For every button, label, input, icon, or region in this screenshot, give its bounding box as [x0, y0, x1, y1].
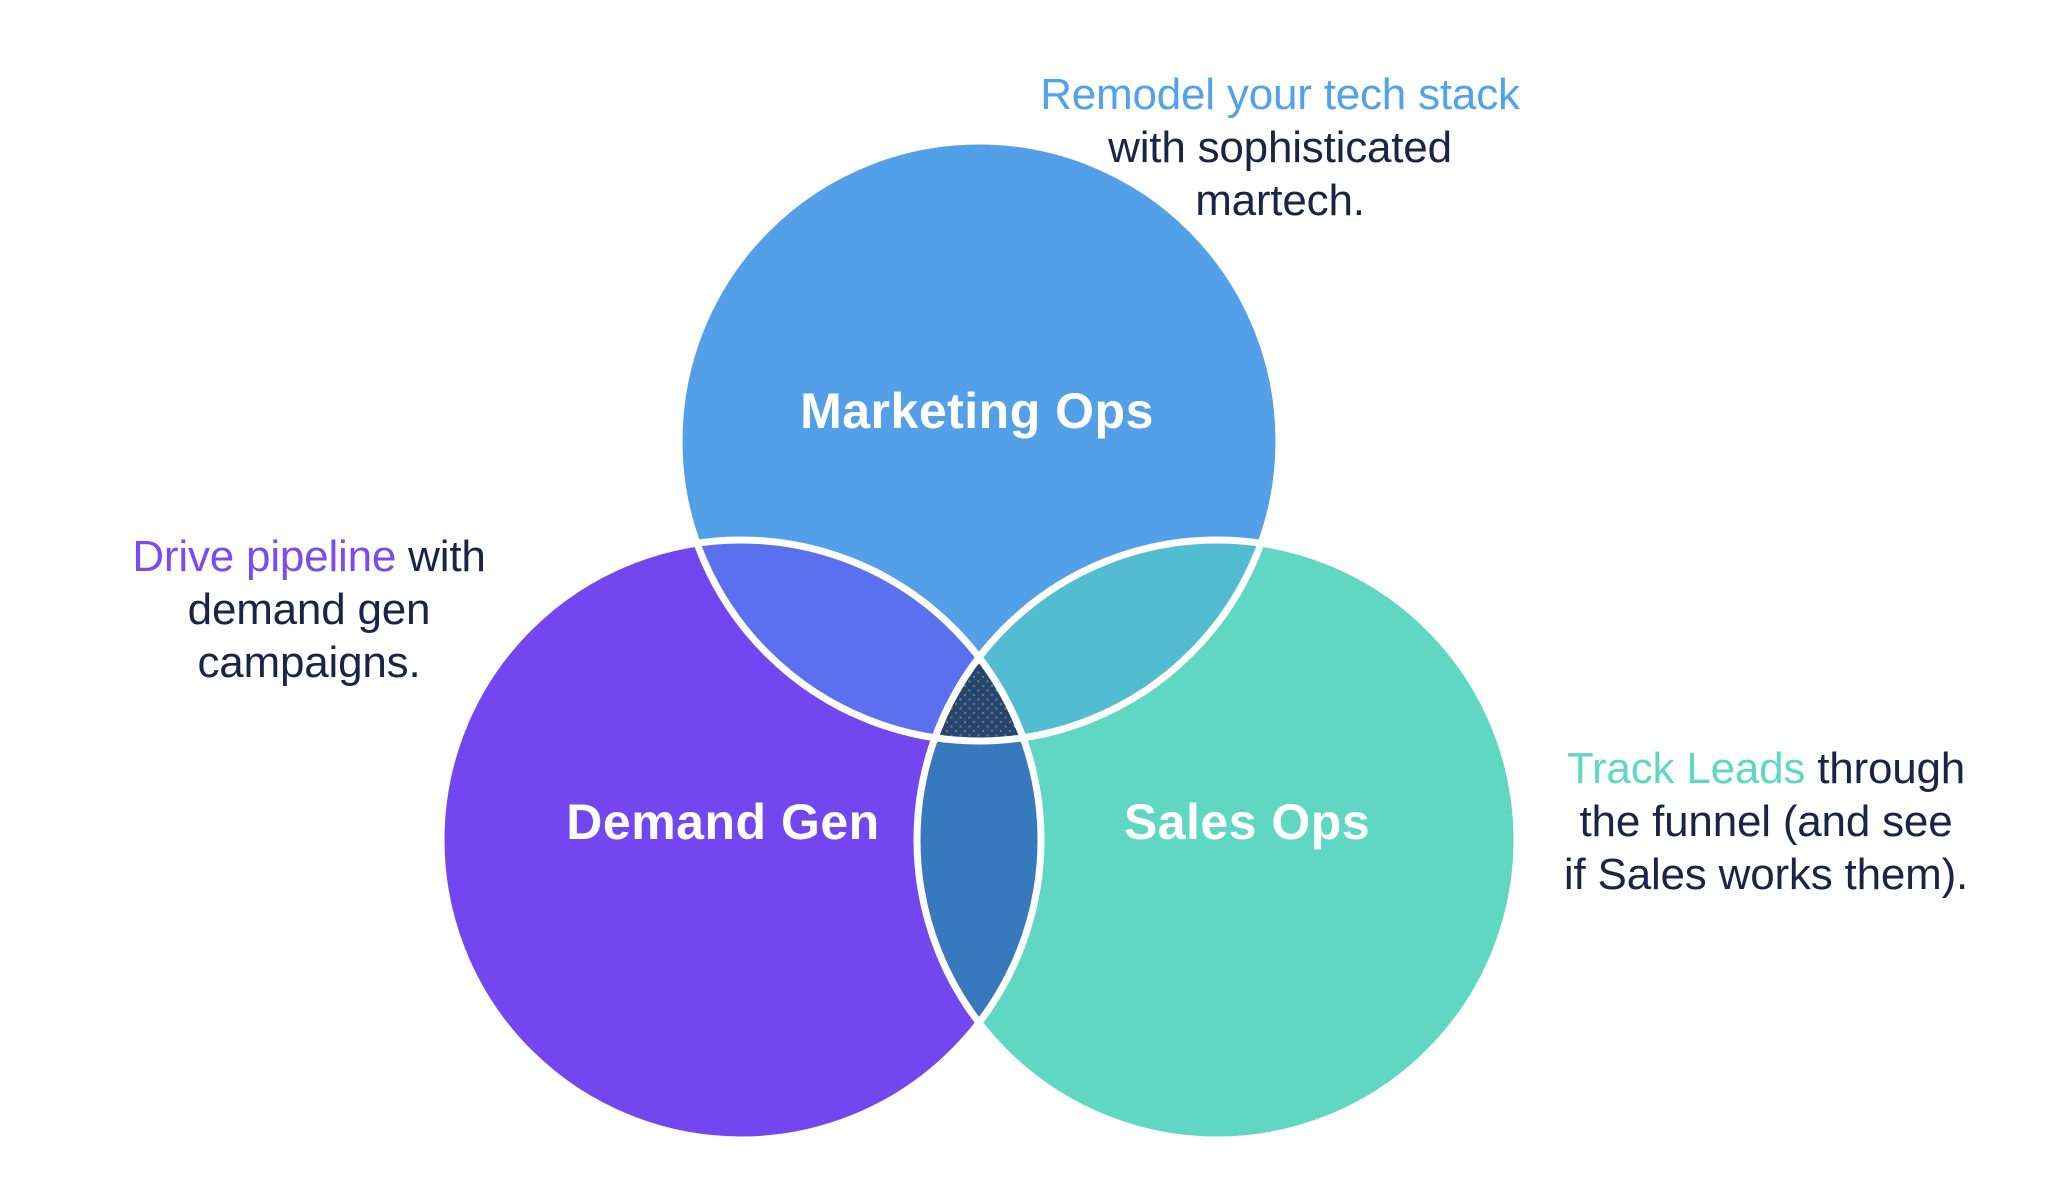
- demand-gen-label: Demand Gen: [566, 794, 880, 850]
- annotation-leads-line3: if Sales works them).: [1563, 850, 1969, 899]
- annotation-pipeline-line1: Drive pipeline with: [9, 530, 609, 583]
- annotation-pipeline-line3: campaigns.: [197, 638, 421, 687]
- annotation-martech: Remodel your tech stack with sophisticat…: [980, 68, 1580, 227]
- annotation-martech-line3: martech.: [1195, 176, 1365, 225]
- sales-ops-outline: [913, 536, 1521, 1144]
- annotation-leads-line1: Track Leads through: [1436, 742, 2048, 795]
- annotation-leads-line2: the funnel (and see: [1579, 797, 1953, 846]
- annotation-leads-lead: Track Leads: [1566, 744, 1806, 793]
- annotation-martech-lead: Remodel your tech stack: [1040, 70, 1520, 119]
- overlap-marketing-demand: [679, 540, 1041, 741]
- annotation-pipeline: Drive pipeline with demand gen campaigns…: [9, 530, 609, 689]
- annotation-leads: Track Leads through the funnel (and see …: [1436, 742, 2048, 901]
- annotation-martech-line1: Remodel your tech stack: [980, 68, 1580, 121]
- annotation-leads-line1-rest: through: [1805, 744, 1966, 793]
- annotation-pipeline-line1-rest: with: [396, 532, 486, 581]
- marketing-ops-outline: [675, 137, 1283, 745]
- annotation-pipeline-lead: Drive pipeline: [132, 532, 397, 581]
- overlap-marketing-sales: [917, 540, 1279, 741]
- annotation-martech-line2: with sophisticated: [1108, 123, 1452, 172]
- marketing-ops-label: Marketing Ops: [800, 383, 1154, 439]
- sales-ops-label: Sales Ops: [1123, 794, 1371, 850]
- annotation-pipeline-line2: demand gen: [187, 585, 431, 634]
- demand-gen-outline: [437, 536, 1045, 1144]
